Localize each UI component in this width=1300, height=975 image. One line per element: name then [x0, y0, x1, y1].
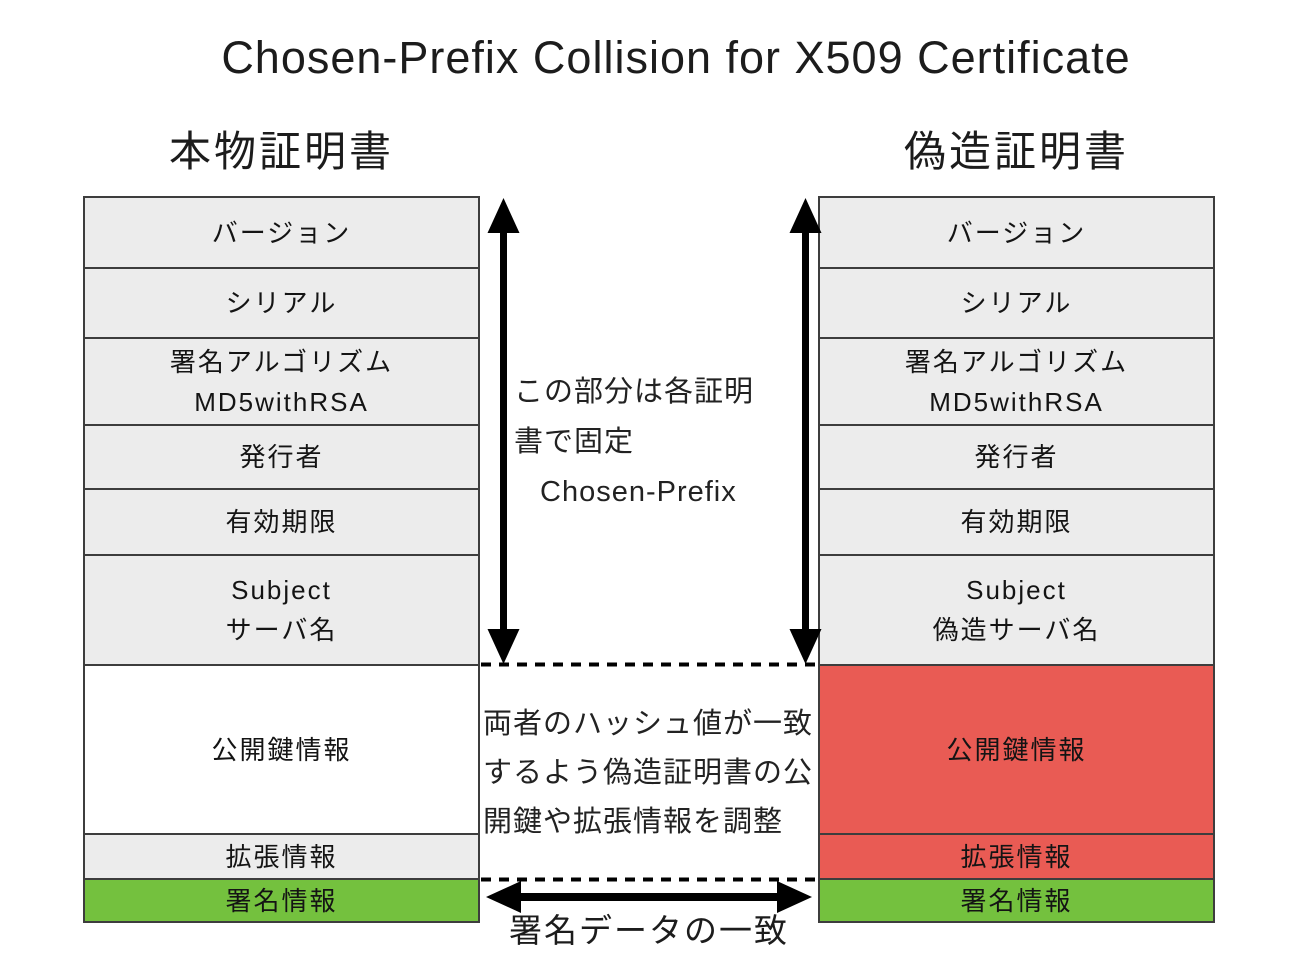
cert-row-serial: シリアル: [85, 267, 478, 337]
row-sublabel: MD5withRSA: [194, 386, 369, 417]
row-label: 有効期限: [225, 507, 338, 537]
cert-row-signature-algorithm: 署名アルゴリズム MD5withRSA: [85, 337, 478, 424]
row-label: 拡張情報: [960, 841, 1073, 872]
cert-row-issuer: 発行者: [820, 424, 1213, 488]
genuine-certificate-header: 本物証明書: [168, 128, 394, 175]
cert-row-extensions: 拡張情報: [85, 833, 478, 878]
cert-row-issuer: 発行者: [85, 424, 478, 488]
note-line: 書で固定: [514, 426, 635, 458]
cert-row-subject: Subject サーバ名: [85, 554, 478, 664]
row-label: 署名アルゴリズム: [169, 346, 394, 377]
cert-row-version: バージョン: [820, 198, 1213, 267]
row-label: 発行者: [974, 442, 1059, 472]
cert-row-extensions: 拡張情報: [820, 833, 1213, 878]
note-line: この部分は各証明: [514, 376, 755, 408]
forged-certificate-table: バージョン シリアル 署名アルゴリズム MD5withRSA 発行者 有効期限 S…: [818, 196, 1215, 923]
cert-row-public-key-info: 公開鍵情報: [820, 664, 1213, 833]
note-line: 両者のハッシュ値が一致: [483, 708, 814, 740]
row-label: 署名情報: [960, 885, 1073, 916]
signature-match-label: 署名データの一致: [509, 912, 789, 949]
row-label: バージョン: [211, 217, 352, 248]
cert-row-signature-algorithm: 署名アルゴリズム MD5withRSA: [820, 337, 1213, 424]
cert-row-validity: 有効期限: [85, 488, 478, 554]
row-label: 公開鍵情報: [946, 734, 1087, 765]
forged-certificate-header: 偽造証明書: [903, 128, 1129, 175]
row-label: 署名アルゴリズム: [904, 346, 1129, 377]
cert-row-subject: Subject 偽造サーバ名: [820, 554, 1213, 664]
cert-row-signature-info: 署名情報: [820, 878, 1213, 921]
row-label: 発行者: [239, 442, 324, 472]
row-sublabel: MD5withRSA: [929, 386, 1104, 417]
row-label: シリアル: [225, 288, 338, 318]
row-label: バージョン: [946, 217, 1087, 248]
row-label: 公開鍵情報: [211, 734, 352, 765]
genuine-certificate-table: バージョン シリアル 署名アルゴリズム MD5withRSA 発行者 有効期限 S…: [83, 196, 480, 923]
note-line: Chosen-Prefix: [540, 476, 737, 508]
cert-row-signature-info: 署名情報: [85, 878, 478, 921]
row-label: 有効期限: [960, 507, 1073, 537]
cert-row-validity: 有効期限: [820, 488, 1213, 554]
note-line: 開鍵や拡張情報を調整: [483, 806, 784, 838]
cert-row-public-key-info: 公開鍵情報: [85, 664, 478, 833]
row-label: 拡張情報: [225, 841, 338, 872]
cert-row-serial: シリアル: [820, 267, 1213, 337]
hash-collision-note: 両者のハッシュ値が一致 するよう偽造証明書の公 開鍵や拡張情報を調整: [483, 700, 813, 847]
row-label: シリアル: [960, 288, 1073, 318]
row-label: 署名情報: [225, 885, 338, 916]
row-sublabel: サーバ名: [225, 615, 338, 645]
row-label: Subject: [231, 575, 332, 605]
chosen-prefix-note: この部分は各証明 書で固定 Chosen-Prefix: [514, 367, 754, 517]
chosen-prefix-range-arrow-right: [789, 198, 822, 664]
row-label: Subject: [966, 575, 1067, 605]
diagram-title: Chosen-Prefix Collision for X509 Certifi…: [221, 32, 1131, 83]
cert-row-version: バージョン: [85, 198, 478, 267]
row-sublabel: 偽造サーバ名: [932, 615, 1101, 645]
note-line: するよう偽造証明書の公: [483, 757, 814, 789]
